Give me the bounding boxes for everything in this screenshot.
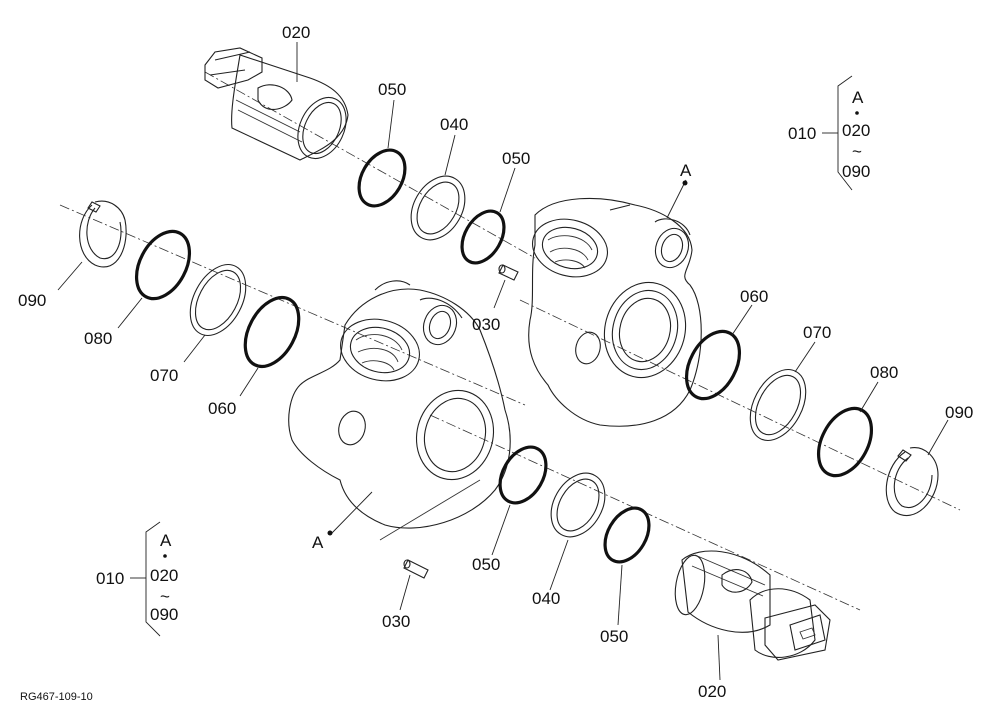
callout-030-bottom: 030	[382, 612, 410, 631]
drawing-id: RG467-109-10	[20, 691, 93, 703]
seals-top-row	[357, 148, 506, 265]
callout-090-right: 090	[945, 403, 973, 422]
assembly-legend-top-right: 010 A 020 ~ 090	[788, 75, 870, 191]
seals-bottom-row	[498, 445, 651, 564]
legend-group-top: A	[852, 88, 864, 107]
callout-070-left: 070	[150, 366, 178, 385]
valve-body-left	[288, 280, 511, 541]
legend-range-start-top: 020	[842, 121, 870, 140]
callout-030-top: 030	[472, 315, 500, 334]
legend-range-sep-bottom: ~	[160, 587, 170, 606]
callout-080-right: 080	[870, 363, 898, 382]
callout-080-left: 080	[84, 329, 112, 348]
legend-range-start-bottom: 020	[150, 566, 178, 585]
legend-assembly-top: 010	[788, 124, 816, 143]
legend-assembly-bottom: 010	[96, 569, 124, 588]
callout-070-right: 070	[803, 323, 831, 342]
rings-right	[684, 329, 939, 517]
plug-020-top	[204, 47, 349, 161]
callout-020-bottom: 020	[698, 682, 726, 701]
callout-040-bottom: 040	[532, 589, 560, 608]
legend-range-end-bottom: 090	[150, 605, 178, 624]
callout-050-c: 050	[472, 555, 500, 574]
pins-030	[403, 264, 519, 579]
callout-020-top: 020	[282, 23, 310, 42]
callout-040-top: 040	[440, 115, 468, 134]
callout-050-a: 050	[378, 80, 406, 99]
callout-090-left: 090	[18, 291, 46, 310]
plug-020-bottom	[674, 550, 831, 661]
callout-060-left: 060	[208, 399, 236, 418]
legend-group-bottom: A	[160, 531, 172, 550]
valve-body-right	[528, 197, 702, 427]
callout-050-d: 050	[600, 627, 628, 646]
callout-A-right: A	[680, 161, 692, 180]
callout-050-b: 050	[502, 149, 530, 168]
callout-labels: 020 050 040 050 A 090 080 070 060 030 06…	[18, 23, 973, 701]
legend-range-sep-top: ~	[852, 142, 862, 161]
rings-left	[79, 200, 301, 369]
leader-lines	[57, 42, 949, 681]
callout-060-right: 060	[740, 287, 768, 306]
assembly-legend-bottom-left: 010 A 020 ~ 090	[96, 521, 178, 637]
legend-range-end-top: 090	[842, 162, 870, 181]
callout-A-left: A	[312, 533, 324, 552]
